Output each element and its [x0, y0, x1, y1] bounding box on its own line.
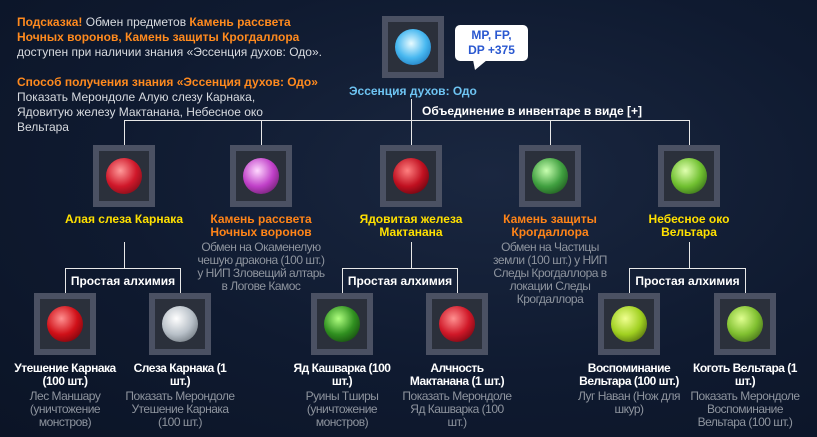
material-block: Небесное око Вельтара: [623, 213, 755, 239]
combine-hint: Объединение в инвентаре в виде [+]: [422, 104, 643, 118]
item-name: Утешение Карнака (100 шт.): [14, 361, 116, 388]
method-text: Показать Мерондоле Алую слезу Карнака, Я…: [17, 90, 263, 134]
item-name: Алчность Мактанана (1 шт.): [409, 361, 505, 388]
item-block: Утешение Карнака (100 шт.)Лес Маншару (у…: [9, 362, 121, 429]
item-slot[interactable]: [230, 145, 292, 207]
connector: [261, 120, 262, 145]
item-icon: [439, 306, 475, 342]
bubble-line1: MP, FP,: [471, 28, 512, 42]
hint-text1: Обмен предметов: [82, 15, 190, 29]
item-slot[interactable]: [380, 145, 442, 207]
item-block: Коготь Вельтара (1 шт.)Показать Мерондол…: [689, 362, 801, 429]
alchemy-label: Простая алхимия: [65, 268, 181, 294]
connector: [689, 242, 690, 268]
item-slot[interactable]: [149, 293, 211, 355]
essence-icon: [395, 29, 431, 65]
material-icon: [243, 158, 279, 194]
hint-label: Подсказка!: [17, 15, 83, 29]
item-desc: Луг Наван (Нож для шкур): [578, 389, 681, 416]
material-name: Камень защиты Крогдаллора: [503, 212, 597, 239]
item-icon: [47, 306, 83, 342]
item-block: Яд Кашварка (100 шт.)Руины Тширы (уничто…: [286, 362, 398, 429]
bubble-line2: DP +375: [468, 43, 515, 57]
material-desc: Обмен на Частицы земли (100 шт.) у НИП С…: [493, 240, 607, 306]
connector: [411, 242, 412, 268]
item-slot[interactable]: [426, 293, 488, 355]
material-name: Ядовитая железа Мактанана: [359, 212, 463, 239]
material-name: Камень рассвета Ночных воронов: [210, 212, 312, 239]
alchemy-label: Простая алхимия: [342, 268, 458, 294]
item-slot-essence[interactable]: [382, 16, 444, 78]
material-block: Алая слеза Карнака: [58, 213, 190, 226]
stat-bubble: MP, FP,DP +375: [455, 25, 528, 70]
item-icon: [727, 306, 763, 342]
item-slot[interactable]: [311, 293, 373, 355]
item-name: Яд Кашварка (100 шт.): [293, 361, 391, 388]
connector: [411, 120, 412, 145]
material-icon: [671, 158, 707, 194]
connector: [411, 99, 412, 120]
item-block: Воспоминание Вельтара (100 шт.)Луг Наван…: [573, 362, 685, 416]
material-name: Алая слеза Карнака: [64, 212, 183, 226]
item-slot[interactable]: [519, 145, 581, 207]
item-slot[interactable]: [598, 293, 660, 355]
item-desc: Показать Мерондоле Утешение Карнака (100…: [125, 389, 235, 429]
item-slot[interactable]: [658, 145, 720, 207]
connector: [689, 120, 690, 145]
connector: [124, 120, 690, 121]
connector: [550, 120, 551, 145]
item-name: Коготь Вельтара (1 шт.): [693, 361, 797, 388]
item-name: Воспоминание Вельтара (100 шт.): [579, 361, 679, 388]
item-desc: Лес Маншару (уничтожение монстров): [29, 389, 101, 429]
item-slot[interactable]: [93, 145, 155, 207]
material-name: Небесное око Вельтара: [648, 212, 730, 239]
hint-text2: доступен при наличии знания «Эссенция ду…: [17, 45, 322, 59]
material-icon: [532, 158, 568, 194]
item-block: Алчность Мактанана (1 шт.)Показать Мерон…: [401, 362, 513, 429]
material-icon: [393, 158, 429, 194]
item-block: Слеза Карнака (1 шт.)Показать Мерондоле …: [124, 362, 236, 429]
material-icon: [106, 158, 142, 194]
hint-text: Подсказка! Обмен предметов Камень рассве…: [17, 15, 335, 135]
connector: [124, 120, 125, 145]
essence-name: Эссенция духов: Одо: [349, 84, 477, 98]
item-desc: Показать Мерондоле Воспоминание Вельтара…: [690, 389, 800, 429]
connector: [124, 242, 125, 268]
item-icon: [162, 306, 198, 342]
item-slot[interactable]: [714, 293, 776, 355]
item-icon: [324, 306, 360, 342]
item-desc: Руины Тширы (уничтожение монстров): [305, 389, 379, 429]
hint-items: Камень рассвета Ночных воронов, Камень з…: [17, 15, 300, 44]
material-block: Ядовитая железа Мактанана: [345, 213, 477, 239]
item-name: Слеза Карнака (1 шт.): [133, 361, 227, 388]
item-icon: [611, 306, 647, 342]
material-desc: Обмен на Окаменелую чешую дракона (100 ш…: [197, 240, 325, 293]
method-title: Способ получения знания «Эссенция духов:…: [17, 75, 318, 89]
alchemy-label: Простая алхимия: [629, 268, 746, 294]
item-desc: Показать Мерондоле Яд Кашварка (100 шт.): [402, 389, 512, 429]
item-slot[interactable]: [34, 293, 96, 355]
